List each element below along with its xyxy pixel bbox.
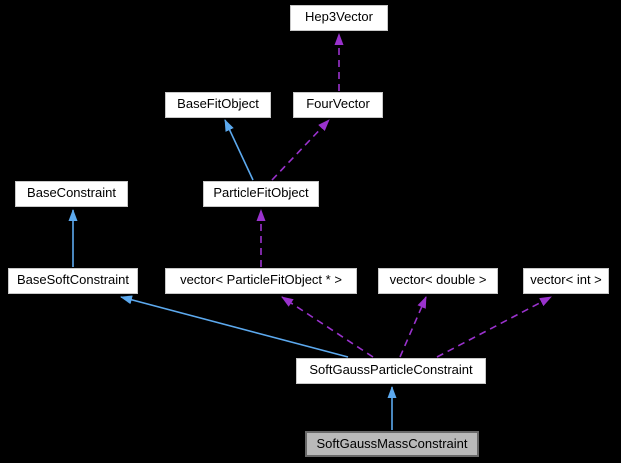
node-hep3vector[interactable]: Hep3Vector bbox=[290, 5, 388, 31]
edge-particlefitobject-basefitobject-inheritance-arrow bbox=[224, 119, 254, 181]
node-basefitobject[interactable]: BaseFitObject bbox=[165, 92, 271, 118]
node-softgaussparticleconstraint[interactable]: SoftGaussParticleConstraint bbox=[296, 358, 486, 384]
node-particlefitobject[interactable]: ParticleFitObject bbox=[203, 181, 319, 207]
edge-softgaussparticleconstraint-vector-double-usage-arrow bbox=[399, 296, 427, 358]
edge-softgaussparticleconstraint-basesoftconstraint-inheritance-arrow bbox=[120, 295, 349, 358]
node-vector-int[interactable]: vector< int > bbox=[523, 268, 609, 294]
edge-softgaussparticleconstraint-vector-int-usage-arrow bbox=[436, 296, 552, 358]
node-softgaussmassconstraint: SoftGaussMassConstraint bbox=[305, 431, 479, 457]
node-baseconstraint[interactable]: BaseConstraint bbox=[15, 181, 128, 207]
node-vector-particlefitobject-ptr[interactable]: vector< ParticleFitObject * > bbox=[165, 268, 357, 294]
edge-softgaussparticleconstraint-vector-particlefitobject-usage-arrow bbox=[281, 296, 374, 358]
node-basesoftconstraint[interactable]: BaseSoftConstraint bbox=[8, 268, 138, 294]
edge-particlefitobject-fourvector-usage-arrow bbox=[271, 119, 330, 181]
node-fourvector[interactable]: FourVector bbox=[293, 92, 383, 118]
node-vector-double[interactable]: vector< double > bbox=[378, 268, 498, 294]
